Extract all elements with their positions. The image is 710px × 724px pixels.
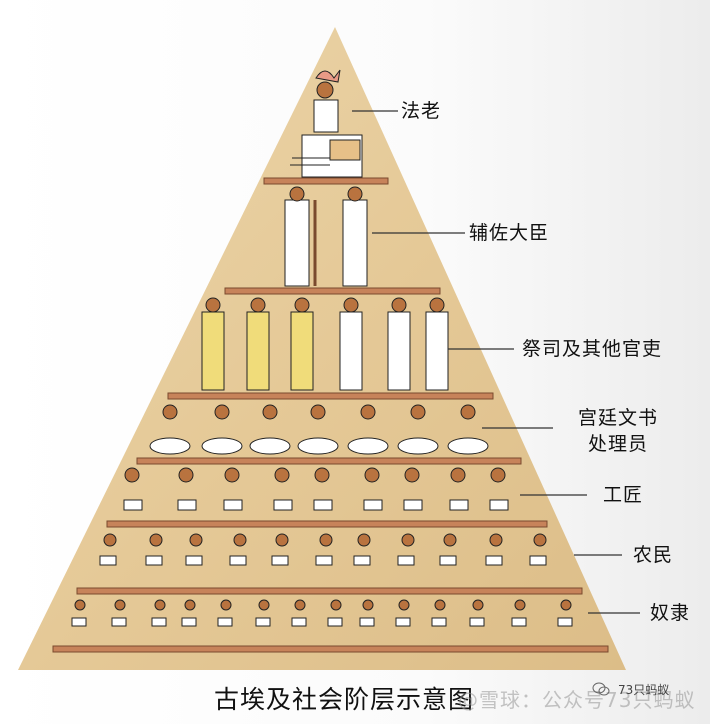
pharaoh-figure	[290, 69, 363, 178]
farmer-figures	[99, 533, 547, 566]
tier-label-scribes-line1: 宫廷文书	[577, 407, 658, 429]
tier-label-farmers: 农民	[633, 544, 674, 566]
tier-label-priests-officials: 祭司及其他官吏	[522, 338, 663, 360]
tier-label-artisans: 工匠	[603, 484, 644, 506]
tier-label-viziers: 辅佐大臣	[469, 222, 550, 244]
tier-label-slaves: 奴隶	[650, 602, 691, 624]
tier-label-pharaoh: 法老	[401, 100, 442, 122]
watermark-text: @雪球：公众号73只蚂蚁	[458, 688, 696, 712]
diagram-title: 古埃及社会阶层示意图	[214, 685, 475, 714]
watermark-small-text: 73只蚂蚁	[618, 683, 670, 697]
leader-lines	[352, 110, 640, 614]
wechat-icon	[592, 682, 610, 696]
tier-label-scribes-line2: 处理员	[587, 433, 648, 455]
priest-figures	[201, 297, 449, 391]
artisan-figures	[123, 467, 509, 511]
pyramid-shape	[18, 27, 626, 670]
slave-figures	[71, 599, 573, 627]
scribe-figures	[149, 404, 489, 455]
tier-label-scribes: 宫廷文书 处理员	[575, 405, 661, 457]
shelves	[52, 177, 609, 653]
vizier-figures	[284, 186, 368, 287]
